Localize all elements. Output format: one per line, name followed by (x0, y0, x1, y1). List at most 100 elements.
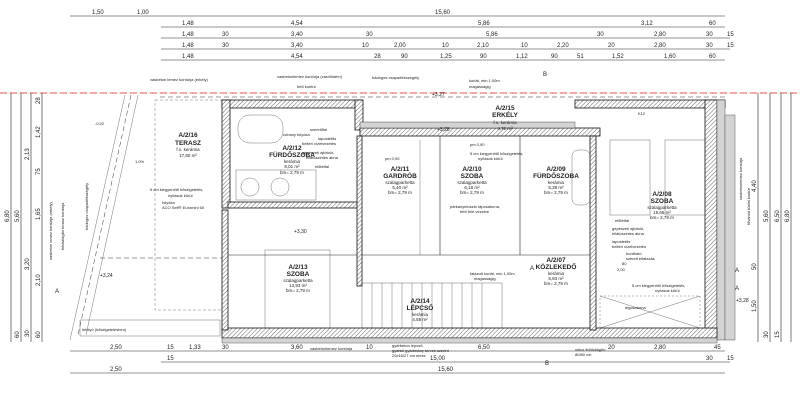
room-floor: f.s. kerámia (176, 147, 200, 152)
note: pm 0,90 (470, 142, 485, 147)
dim: 2,20 (557, 43, 569, 49)
room-height: bm= 2,79 m (280, 170, 304, 175)
room-name: SZOBA (287, 271, 310, 278)
furniture (235, 114, 706, 329)
note: 20x16/27 cm mész (392, 353, 426, 358)
dim: 30 (25, 330, 31, 337)
dim: 1,65 (36, 208, 42, 220)
dim: 5,60 (15, 210, 21, 222)
section-mark: A (735, 286, 739, 292)
room-name: GARDRÓB (383, 171, 417, 180)
room-id: A/2/13 (288, 264, 308, 271)
note: párkányelosztó tápcsatorna, (450, 204, 500, 209)
stair (361, 282, 701, 329)
dim: 28 (374, 54, 381, 60)
note: magasságig (469, 84, 491, 89)
note: bontható (626, 251, 642, 256)
dim: 2,80 (654, 32, 666, 38)
note: 5 cm kiegyenlítő hőszigetelés, (632, 283, 685, 288)
section-mark: B (545, 361, 549, 367)
dim: 15 (167, 356, 174, 362)
room-floor: f.s. kerámia (493, 120, 517, 125)
dim: 6,50 (775, 210, 781, 222)
dim: 1,48 (182, 54, 194, 60)
note: vasbeton lemez kontúrja (erkély) (48, 202, 53, 260)
room-name: KÖZLEKEDŐ (536, 262, 577, 271)
room-a-2-07: A/2/07 KÖZLEKEDŐ kerámia 5,93 m² bm= 2,7… (536, 257, 577, 286)
note: 2,00 (617, 267, 626, 272)
note: beltéri vízelvezetés (302, 141, 336, 146)
dim: 90 (551, 54, 558, 60)
dim: 15,00 (430, 356, 446, 362)
dim: 1,60 (664, 54, 676, 60)
dim: 10 (521, 43, 528, 49)
dim: 60 (709, 54, 716, 60)
note: korlát, min 1,00m (469, 78, 500, 83)
dim: 30 (222, 32, 229, 38)
dim: 2,13 (25, 148, 31, 160)
dim: 20 (608, 43, 615, 49)
dim: 50 (752, 263, 758, 270)
dim: 30 (366, 32, 373, 38)
room-height: bm= 2,79 m (650, 215, 674, 220)
note: ACO Self® Euromini 60 (162, 205, 205, 210)
room-area: 5,93 m² (548, 276, 564, 281)
note: vasbetonlemez kontúrja (310, 346, 353, 351)
level: -0,02 (95, 121, 105, 126)
dim: 3,20 (25, 258, 31, 270)
dim: 3,40 (291, 32, 303, 38)
room-height: bm= 2,79 m (460, 190, 484, 195)
note: előtétfal (615, 218, 629, 223)
dim: 1,48 (182, 43, 194, 49)
room-a-2-12: A/2/12 FÜRDŐSZOBA kerámia 8,01 m² bm= 2,… (269, 145, 315, 175)
room-area: 4,72 m² (497, 126, 513, 131)
dim: 1,50 (752, 300, 758, 312)
room-a-2-16: A/2/16 TERASZ f.s. kerámia 17,80 m² (175, 132, 201, 158)
dim: 15 (727, 356, 734, 362)
note: beltéri vízelvezetés (612, 244, 646, 249)
room-area: 6,18 m² (464, 185, 480, 190)
section-mark: A (530, 266, 534, 272)
note: zuhany folyóka (283, 132, 310, 137)
dim: 28 (36, 97, 42, 104)
level: +3,27 (432, 92, 445, 98)
room-area: 5,38 m² (548, 185, 564, 190)
note: pm 0,90 (385, 156, 400, 161)
dim: 2,80 (654, 345, 666, 351)
room-height: bm= 2,79 m (286, 288, 310, 293)
note: vasbetonlemez kontúrja (738, 157, 743, 200)
dim: 5,86 (486, 32, 498, 38)
room-floor: szalagparketta (457, 180, 487, 185)
dim: 90 (401, 54, 408, 60)
section-mark: B (543, 72, 547, 78)
note: nyílások körül (478, 156, 503, 161)
dim: 30 (706, 32, 713, 38)
room-id: A/2/10 (462, 166, 482, 173)
dim: 4,54 (291, 54, 303, 60)
dim: 45 (714, 345, 721, 351)
dim: 1,42 (36, 126, 42, 138)
room-a-2-08: A/2/08 SZOBA szalagparketta 15,66 m² bm=… (647, 191, 677, 220)
room-a-2-09: A/2/09 FÜRDŐSZOBA kerámia 5,38 m² bm= 2,… (533, 166, 579, 195)
room-id: A/2/14 (410, 298, 430, 305)
note: előtétfal (315, 164, 329, 169)
room-area: 17,80 m² (179, 153, 197, 158)
dim: 51 (577, 54, 584, 60)
note: nyílások körül (655, 288, 680, 293)
room-area: 8,01 m² (284, 164, 300, 169)
room-area: 13,93 m² (289, 283, 307, 288)
room-area: 15,66 m² (653, 210, 671, 215)
dim: 15 (167, 345, 174, 351)
note: ellátószintes akna (306, 155, 339, 160)
note: gépészeti ajtótoló, (302, 150, 334, 155)
note: velux felülvilágító (575, 347, 606, 352)
room-name: LÉPCSŐ (407, 303, 434, 312)
room-floor: szalagparketta (385, 180, 415, 185)
dim: 15 (727, 43, 734, 49)
right-dimensions: 4,40 5,60 6,50 6,80 1,50 50 30 15 (752, 93, 792, 342)
room-a-2-11: A/2/11 GARDRÓB szalagparketta 5,40 m² bm… (383, 166, 417, 195)
room-floor: kerámia (412, 312, 429, 317)
dim: 60 (36, 331, 42, 338)
room-name: FÜRDŐSZOBA (533, 171, 579, 180)
dim: 3,12 (641, 21, 653, 27)
